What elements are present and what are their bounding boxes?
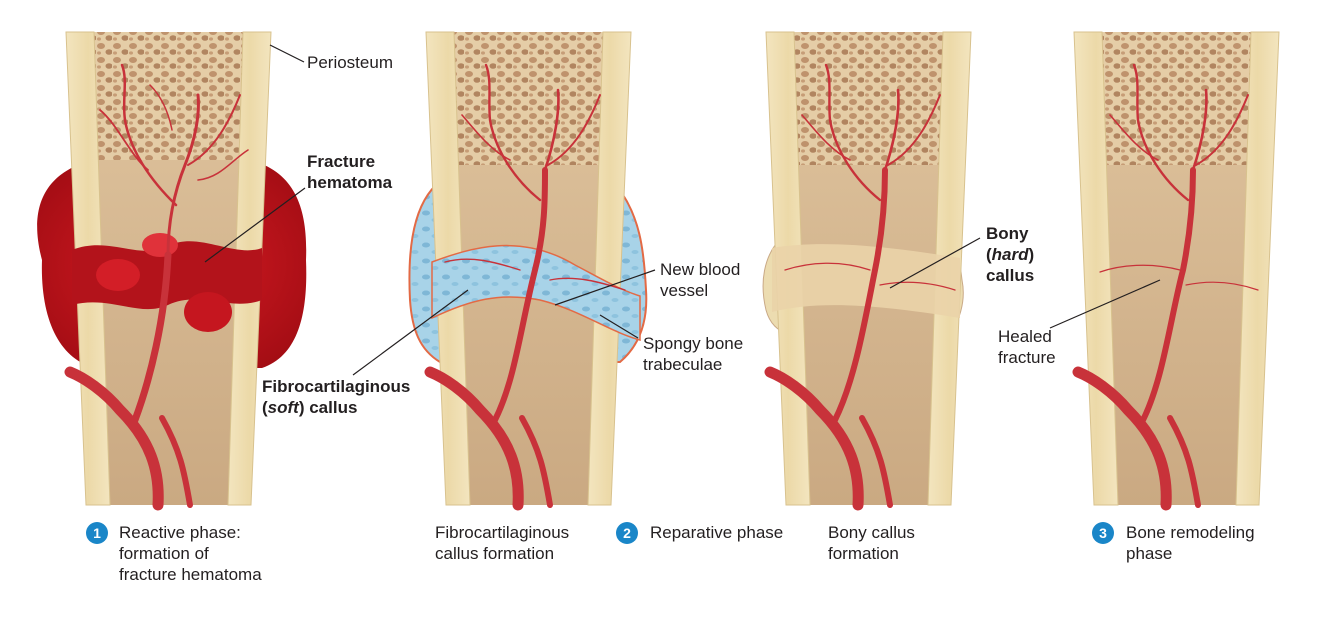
bone-stage-2 [409, 32, 646, 505]
stage-2-number-badge: 2 [616, 522, 638, 544]
soft-callus-formation-caption: Fibrocartilaginous callus formation [435, 522, 569, 564]
stage-1-number-badge: 1 [86, 522, 108, 544]
soft-callus-label: Fibrocartilaginous (soft) callus [262, 376, 410, 418]
bone-stage-4 [1074, 32, 1279, 505]
spongy-bone-label: Spongy bone trabeculae [643, 333, 743, 375]
stage-1-caption: Reactive phase: formation of fracture he… [119, 522, 262, 585]
bone-stage-1 [37, 32, 306, 505]
healed-fracture-label: Healed fracture [998, 326, 1056, 368]
bony-callus-formation-caption: Bony callus formation [828, 522, 915, 564]
periosteum-label: Periosteum [307, 52, 393, 73]
stage-2-caption: Reparative phase [650, 522, 783, 543]
fracture-hematoma-label: Fracture hematoma [307, 151, 392, 193]
new-blood-vessel-label: New blood vessel [660, 259, 740, 301]
hard-callus-label: Bony (hard) callus [986, 223, 1034, 286]
stage-3-number-badge: 3 [1092, 522, 1114, 544]
stage-3-caption: Bone remodeling phase [1126, 522, 1255, 564]
bone-stage-3 [763, 32, 971, 505]
